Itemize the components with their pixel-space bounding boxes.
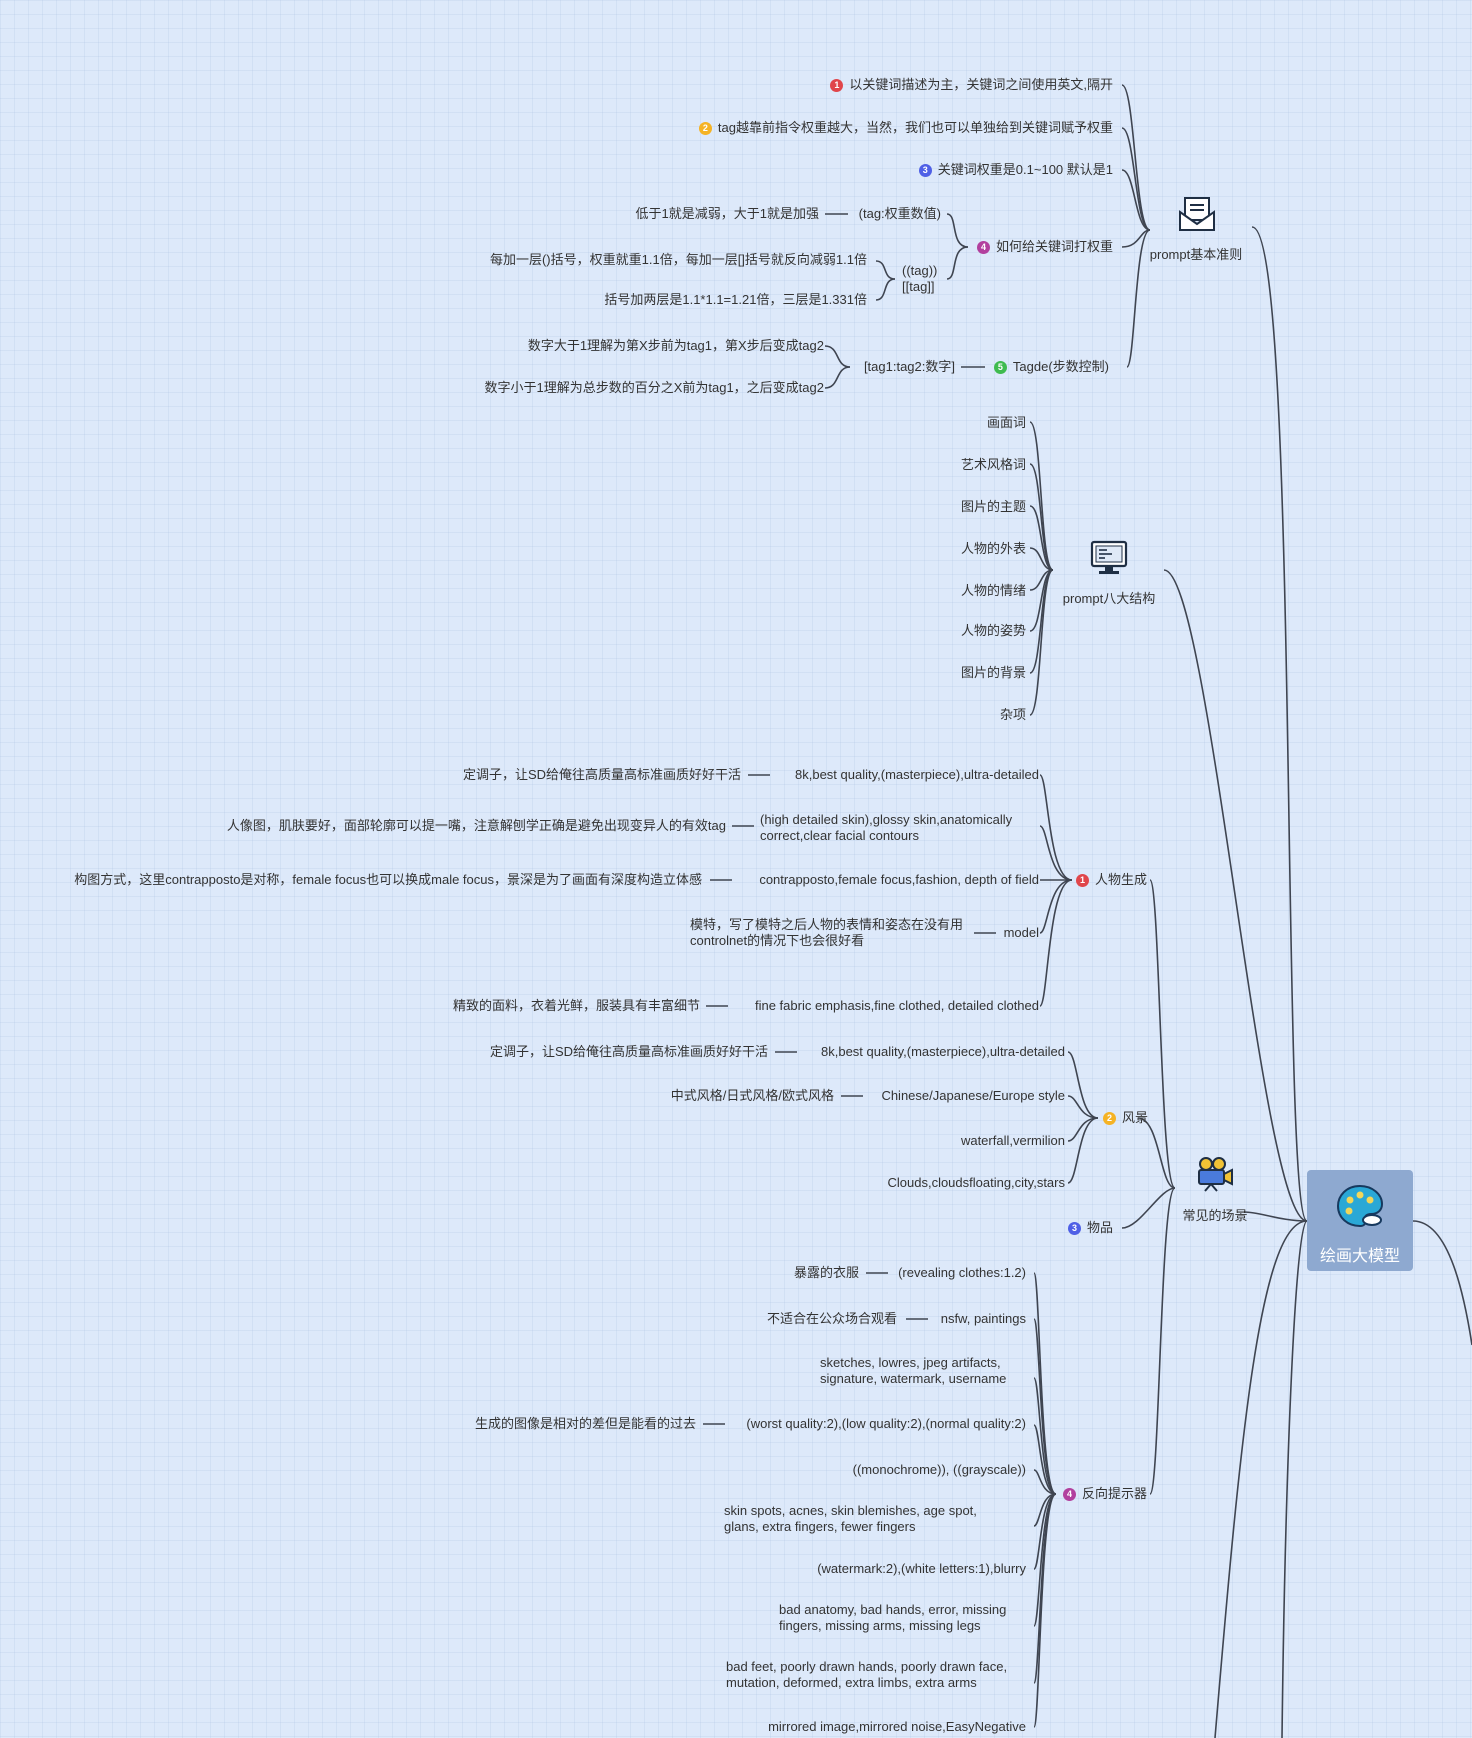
number-badge: 3	[1067, 1222, 1081, 1235]
step-control-note-2[interactable]: 数字小于1理解为总步数的百分之X前为tag1，之后变成tag2	[484, 380, 824, 395]
number-badge: 4	[1062, 1488, 1076, 1501]
negative-prompt-value[interactable]: mirrored image,mirrored noise,EasyNegati…	[768, 1719, 1026, 1734]
people-prompt-note[interactable]: 人像图，肌肤要好，面部轮廓可以提一嘴，注意解刨学正确是避免出现变异人的有效tag	[226, 818, 726, 833]
people-prompt-note[interactable]: 构图方式，这里contrapposto是对称，female focus也可以换成…	[74, 872, 702, 887]
structure-item[interactable]: 人物的姿势	[960, 623, 1026, 638]
negative-prompt-value[interactable]: bad feet, poorly drawn hands, poorly dra…	[726, 1659, 1008, 1690]
structure-item[interactable]: 艺术风格词	[960, 457, 1026, 472]
landscape-prompt-value[interactable]: waterfall,vermilion	[960, 1133, 1065, 1148]
negative-prompt-value[interactable]: bad anatomy, bad hands, error, missing f…	[779, 1602, 1007, 1633]
negative-prompt-value[interactable]: (watermark:2),(white letters:1),blurry	[817, 1561, 1026, 1576]
branch-label-scenes[interactable]: 常见的场景	[1182, 1208, 1248, 1223]
people-prompt-note[interactable]: 定调子，让SD给俺往高质量高标准画质好好干活	[462, 767, 741, 782]
movie-camera-icon	[1198, 1157, 1233, 1192]
negative-prompt-value[interactable]: (worst quality:2),(low quality:2),(norma…	[746, 1416, 1026, 1431]
monitor-icon	[1090, 540, 1128, 574]
landscape-prompt-note[interactable]: 中式风格/日式风格/欧式风格	[670, 1088, 834, 1103]
number-badge: 2	[1102, 1112, 1116, 1125]
negative-prompt-note[interactable]: 暴露的衣服	[793, 1265, 859, 1280]
step-control-syntax[interactable]: [tag1:tag2:数字]	[863, 359, 955, 374]
number-badge: 1	[1075, 874, 1089, 887]
people-prompt-note[interactable]: 模特，写了模特之后人物的表情和姿态在没有用controlnet的情况下也会很好看	[690, 917, 964, 948]
negative-prompt-note[interactable]: 生成的图像是相对的差但是能看的过去	[474, 1416, 696, 1431]
number-badge: 2	[698, 122, 712, 135]
number-badge: 3	[918, 164, 932, 177]
bracket-note-1[interactable]: 每加一层()括号，权重就重1.1倍，每加一层[]括号就反向减弱1.1倍	[489, 252, 867, 267]
negative-prompt-note[interactable]: 不适合在公众场合观看	[766, 1311, 897, 1326]
branch-label-structure[interactable]: prompt八大结构	[1062, 591, 1156, 606]
palette-icon	[1336, 1184, 1384, 1228]
root-label: 绘画大模型	[1319, 1248, 1400, 1265]
landscape-prompt-value[interactable]: 8k,best quality,(masterpiece),ultra-deta…	[821, 1044, 1065, 1059]
negative-prompt-value[interactable]: skin spots, acnes, skin blemishes, age s…	[724, 1503, 977, 1534]
weight-syntax-label[interactable]: (tag:权重数值)	[858, 206, 941, 221]
landscape-prompt-note[interactable]: 定调子，让SD给俺往高质量高标准画质好好干活	[489, 1044, 768, 1059]
people-prompt-value[interactable]: contrapposto,female focus,fashion, depth…	[759, 872, 1039, 887]
people-prompt-value[interactable]: 8k,best quality,(masterpiece),ultra-deta…	[795, 767, 1039, 782]
branch-label-basic-rules[interactable]: prompt基本准则	[1149, 247, 1243, 262]
number-badge: 4	[976, 241, 990, 254]
structure-item[interactable]: 人物的情绪	[960, 583, 1026, 598]
negative-prompt-value[interactable]: ((monochrome)), ((grayscale))	[852, 1462, 1026, 1477]
bracket-syntax-label[interactable]: ((tag)) [[tag]]	[902, 263, 938, 294]
weight-syntax-note[interactable]: 低于1就是减弱，大于1就是加强	[635, 206, 819, 221]
envelope-document-icon	[1179, 197, 1215, 231]
landscape-prompt-value[interactable]: Chinese/Japanese/Europe style	[881, 1088, 1065, 1103]
landscape-prompt-value[interactable]: Clouds,cloudsfloating,city,stars	[887, 1175, 1065, 1190]
structure-item[interactable]: 图片的主题	[960, 499, 1026, 514]
negative-prompt-value[interactable]: (revealing clothes:1.2)	[898, 1265, 1026, 1280]
people-prompt-value[interactable]: model	[1003, 925, 1039, 940]
people-prompt-note[interactable]: 精致的面料，衣着光鲜，服装具有丰富细节	[452, 998, 700, 1013]
number-badge: 5	[993, 361, 1007, 374]
negative-prompt-value[interactable]: nsfw, paintings	[940, 1311, 1026, 1326]
structure-item[interactable]: 人物的外表	[960, 541, 1026, 556]
structure-item[interactable]: 杂项	[999, 707, 1026, 722]
structure-item[interactable]: 图片的背景	[960, 665, 1026, 680]
structure-item[interactable]: 画面词	[986, 415, 1026, 430]
people-prompt-value[interactable]: fine fabric emphasis,fine clothed, detai…	[754, 998, 1039, 1013]
number-badge: 1	[830, 79, 844, 92]
people-prompt-value[interactable]: (high detailed skin),glossy skin,anatomi…	[760, 812, 1013, 843]
negative-prompt-value[interactable]: sketches, lowres, jpeg artifacts, signat…	[820, 1355, 1007, 1386]
root-node[interactable]: 绘画大模型	[1307, 1170, 1413, 1271]
bracket-note-2[interactable]: 括号加两层是1.1*1.1=1.21倍，三层是1.331倍	[604, 292, 867, 307]
step-control-note-1[interactable]: 数字大于1理解为第X步前为tag1，第X步后变成tag2	[527, 338, 824, 353]
